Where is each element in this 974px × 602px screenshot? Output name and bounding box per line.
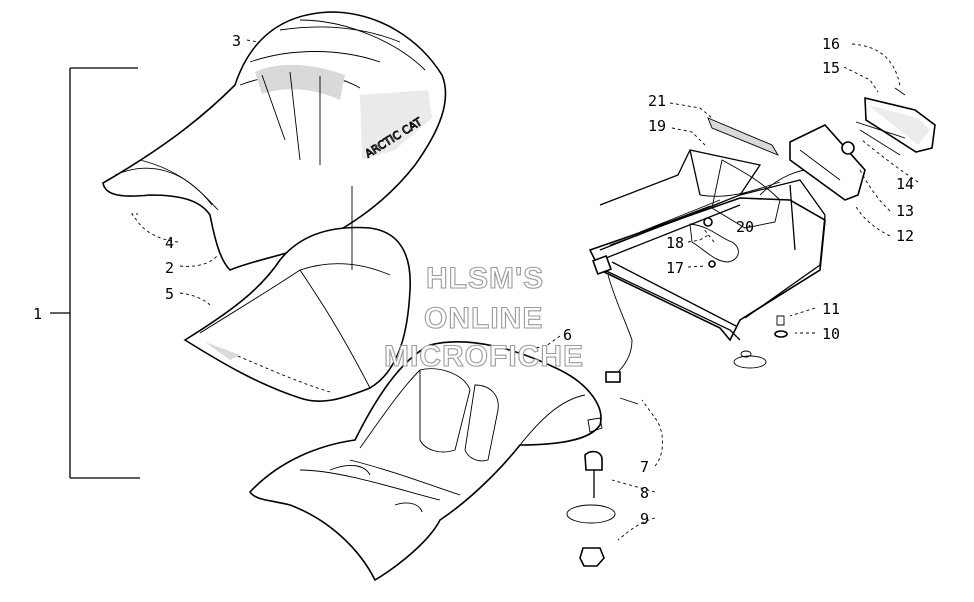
seat-foam	[183, 226, 411, 402]
taillight-assembly	[707, 87, 936, 201]
callout-13: 13	[896, 202, 914, 220]
watermark-line-2: ONLINE	[424, 302, 543, 335]
callout-21: 21	[648, 92, 666, 110]
watermark: HLSM'S ONLINE MICROFICHE	[383, 261, 584, 373]
seat-cover: ARCTIC CAT	[102, 11, 447, 271]
seat-base	[248, 341, 603, 582]
watermark-line-1: HLSM'S	[426, 262, 544, 295]
leader-lines	[131, 39, 919, 541]
callout-7: 7	[640, 458, 649, 476]
callout-5: 5	[165, 285, 174, 303]
callout-numbers: 1 2 3 4 5 6 7 8 9 10 11 12 13 14 15 16 1…	[33, 32, 914, 528]
callout-15: 15	[822, 59, 840, 77]
callout-12: 12	[896, 227, 914, 245]
callout-1: 1	[33, 305, 42, 323]
callout-6: 6	[563, 326, 572, 344]
fasteners	[566, 315, 788, 567]
callout-16: 16	[822, 35, 840, 53]
callout-17: 17	[666, 259, 684, 277]
watermark-line-3: MICROFICHE	[384, 340, 584, 373]
callout-11: 11	[822, 300, 840, 318]
callout-8: 8	[640, 484, 649, 502]
callout-19: 19	[648, 117, 666, 135]
callout-18: 18	[666, 234, 684, 252]
assembly-bracket	[50, 67, 140, 479]
callout-3: 3	[232, 32, 241, 50]
callout-14: 14	[896, 175, 914, 193]
callout-20: 20	[736, 218, 754, 236]
callout-10: 10	[822, 325, 840, 343]
callout-9: 9	[640, 510, 649, 528]
callout-2: 2	[165, 259, 174, 277]
callout-4: 4	[165, 234, 174, 252]
luggage-rack	[588, 149, 826, 383]
